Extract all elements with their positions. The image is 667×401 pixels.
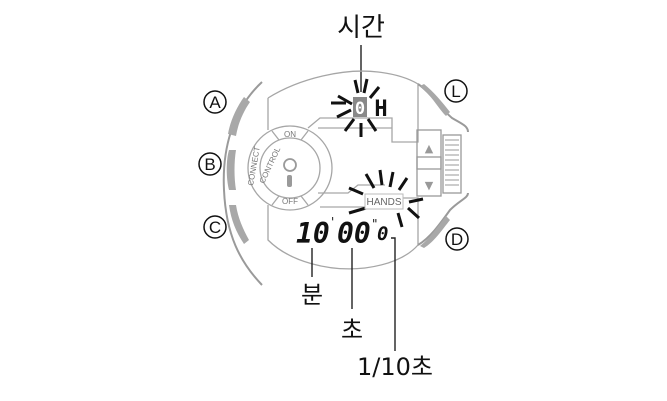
button-d-label: D (445, 227, 469, 251)
dial-on-label: ON (284, 130, 296, 139)
button-c-shape[interactable] (229, 205, 249, 244)
control-dial-outer (247, 125, 333, 211)
button-c-label: C (203, 215, 227, 239)
hour-digit-box (353, 97, 367, 117)
hands-box (364, 193, 404, 210)
hands-mode-label: HANDS (366, 197, 401, 208)
seconds-label: 초 (341, 316, 363, 344)
dial-off-label: OFF (282, 197, 298, 206)
second-mark: " (372, 217, 378, 231)
dial-tick (271, 195, 280, 206)
face-bottom-outline (267, 197, 419, 270)
button-b-label: B (198, 152, 222, 176)
svg-text:L: L (451, 82, 460, 101)
svg-text:A: A (209, 93, 221, 112)
hour-label: 시간 (337, 13, 385, 43)
dial-indicator-circle (283, 158, 297, 172)
button-a-label: A (203, 90, 227, 114)
face-top-outline (267, 70, 419, 143)
crown-divider (416, 156, 442, 170)
crown-knurl[interactable] (442, 134, 462, 194)
control-label: CONTROL (258, 145, 283, 185)
hour-digit-burst (331, 78, 381, 137)
case-right-lower (417, 192, 469, 246)
minutes-digits: 10 (296, 217, 330, 250)
hour-digit: 0 (355, 99, 365, 119)
minutes-label: 분 (301, 281, 323, 309)
button-d-shape[interactable] (420, 216, 450, 248)
dial-indicator-bar (287, 175, 292, 187)
button-l-shape[interactable] (420, 84, 450, 116)
crown-down-icon[interactable]: ▼ (425, 179, 434, 192)
control-dial-inner (259, 137, 321, 199)
hour-letter: H (374, 97, 387, 122)
dial-tick (300, 195, 309, 206)
button-b-shape[interactable] (226, 150, 236, 190)
dial-tick (271, 130, 280, 141)
seconds-digits: 00 (337, 217, 371, 250)
button-a-shape[interactable] (228, 97, 250, 136)
tenths-digit: 0 (377, 223, 388, 245)
crown-up-icon[interactable]: ▲ (425, 142, 434, 155)
button-l-label: L (444, 79, 468, 103)
hands-burst (348, 169, 424, 228)
tenths-leader (391, 237, 396, 351)
svg-text:C: C (209, 218, 221, 237)
minute-mark: ' (331, 215, 334, 229)
tenths-label: 1/10초 (357, 353, 433, 381)
dial-tick (300, 130, 309, 141)
svg-text:D: D (451, 230, 463, 249)
svg-text:B: B (204, 155, 215, 174)
